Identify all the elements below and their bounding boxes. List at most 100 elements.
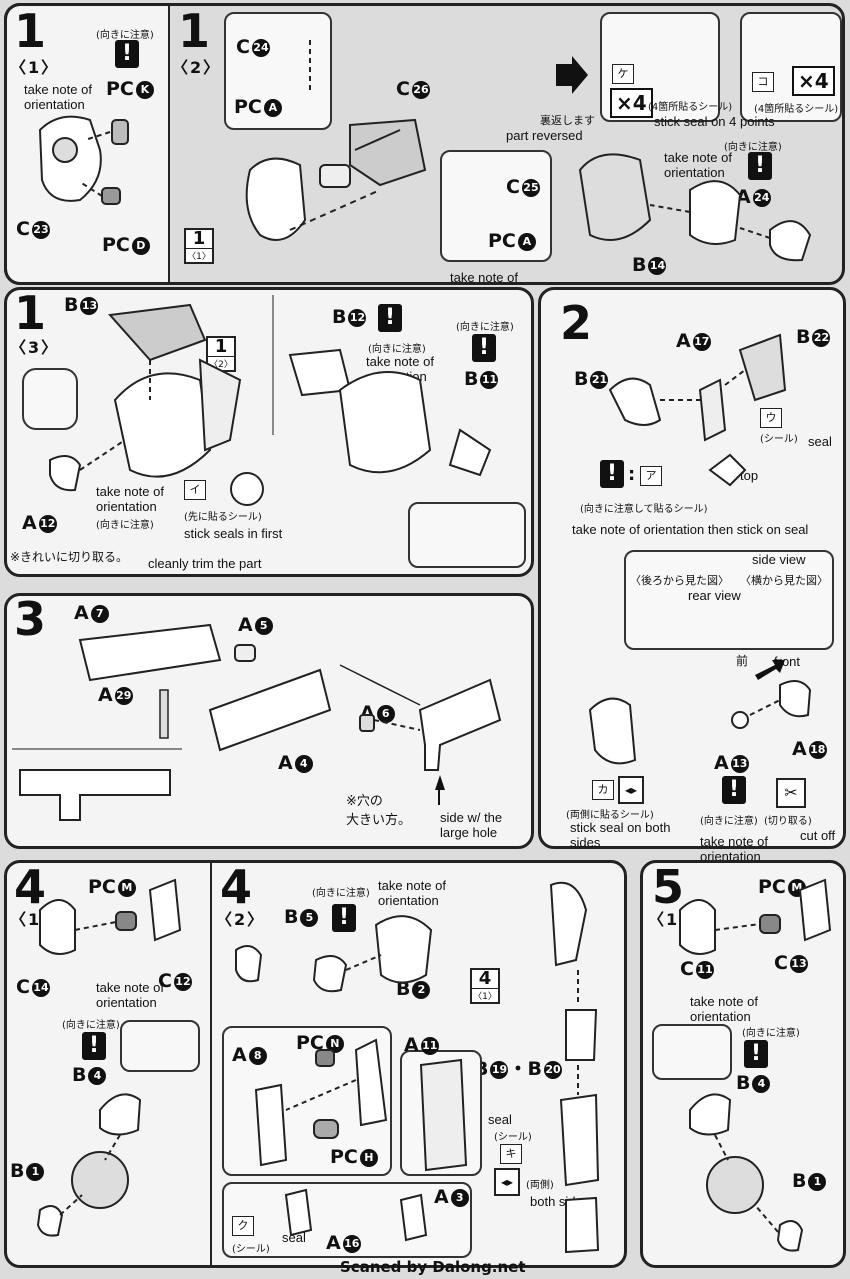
- leg-illustration-4-2: [235, 881, 600, 1254]
- ref-sub: 〈1〉: [186, 248, 212, 262]
- trim-note: cleanly trim the part: [148, 556, 262, 571]
- caution-jp: (向きに注意): [724, 142, 782, 153]
- hole-jp: ※穴の 大きい方。: [346, 794, 412, 828]
- step-sub: 〈2〉: [216, 910, 266, 929]
- caution-icon: !: [378, 304, 402, 332]
- shoulder-illustration: [245, 40, 427, 241]
- caution-jp: (向きに注意): [368, 344, 426, 355]
- orientation-note: take note of orientation: [96, 484, 164, 514]
- side-view-label: side view: [752, 552, 806, 567]
- step-number: 4: [220, 860, 253, 914]
- both-sides-icon: ◂▸: [494, 1168, 520, 1196]
- cut-note: cut off: [800, 828, 836, 843]
- caution-icon: !: [748, 152, 772, 180]
- divider: [168, 3, 170, 285]
- shoulder-armor-illustration: [578, 153, 812, 262]
- orient-seal-jp: (向きに注意して貼るシール): [580, 504, 708, 515]
- seal-ku: ク: [232, 1216, 254, 1236]
- ref-sub: 〈1〉: [472, 988, 498, 1002]
- seal-u: ウ: [760, 408, 782, 428]
- seal-jp: (シール): [232, 1244, 270, 1255]
- caution-icon: !: [332, 904, 356, 932]
- arrow-right-icon: [556, 56, 588, 94]
- step-number: 5: [652, 860, 685, 914]
- seal-jp: (シール): [760, 434, 798, 445]
- rifle-illustration: [19, 623, 502, 821]
- callout-box: [408, 502, 526, 568]
- orient-seal-note: take note of orientation then stick on s…: [572, 522, 809, 537]
- caution-icon: !: [115, 40, 139, 68]
- caution-jp: (向きに注意): [742, 1028, 800, 1039]
- front-jp: 前: [736, 654, 749, 668]
- orientation-note: take note of orientation: [24, 82, 92, 112]
- caution-icon: !: [82, 1032, 106, 1060]
- step-sub: 〈1〉: [10, 58, 60, 77]
- view-callout-box: [624, 550, 834, 650]
- step-sub: 〈2〉: [172, 58, 222, 77]
- leg-illustration-5-1: [679, 878, 832, 1252]
- orientation-note: take note of orientation: [96, 980, 164, 1010]
- seal-ko: コ: [752, 72, 774, 92]
- ref-num: 4: [478, 968, 492, 989]
- first-seal-jp: (先に貼るシール): [184, 512, 262, 523]
- cut-icon: ✂: [776, 778, 806, 808]
- caution-icon: !: [472, 334, 496, 362]
- both-sides-jp: (両側に貼るシール): [566, 810, 654, 821]
- step-number: 1: [14, 4, 47, 58]
- divider: [210, 860, 212, 1268]
- caution-jp: (向きに注意): [456, 322, 514, 333]
- scanned-by-credit: Scaned by Dalong.net: [340, 1258, 526, 1276]
- step-reference: 4 〈1〉: [470, 968, 500, 1004]
- caution-jp: (向きに注意): [96, 30, 154, 41]
- stick-four-note: stick seal on 4 points: [654, 114, 775, 129]
- first-seal-note: stick seals in first: [184, 526, 283, 541]
- orientation-note: take note of orientation: [378, 878, 446, 908]
- step-number: 1: [178, 4, 211, 58]
- orientation-note: take note of orientation: [690, 994, 758, 1024]
- torso-illustration: [38, 115, 129, 205]
- step-number: 4: [14, 860, 47, 914]
- ref-num: 1: [192, 228, 206, 249]
- orientation-note: take note of orientation: [664, 150, 732, 180]
- seal-ka: カ: [592, 780, 614, 800]
- callout-box: [652, 1024, 732, 1080]
- count-x4: ×4: [610, 88, 653, 118]
- seal-a: ア: [640, 466, 662, 486]
- seal-jp: (シール): [494, 1132, 532, 1143]
- divider: [12, 748, 182, 750]
- ref-num: 1: [214, 336, 228, 357]
- reversed-jp: 裏返します: [540, 114, 595, 127]
- step-number: 1: [14, 286, 47, 340]
- callout-box: [22, 368, 78, 430]
- seal-i: イ: [184, 480, 206, 500]
- seal-note: seal: [808, 434, 832, 449]
- four-places-jp: (4箇所貼るシール): [754, 104, 839, 115]
